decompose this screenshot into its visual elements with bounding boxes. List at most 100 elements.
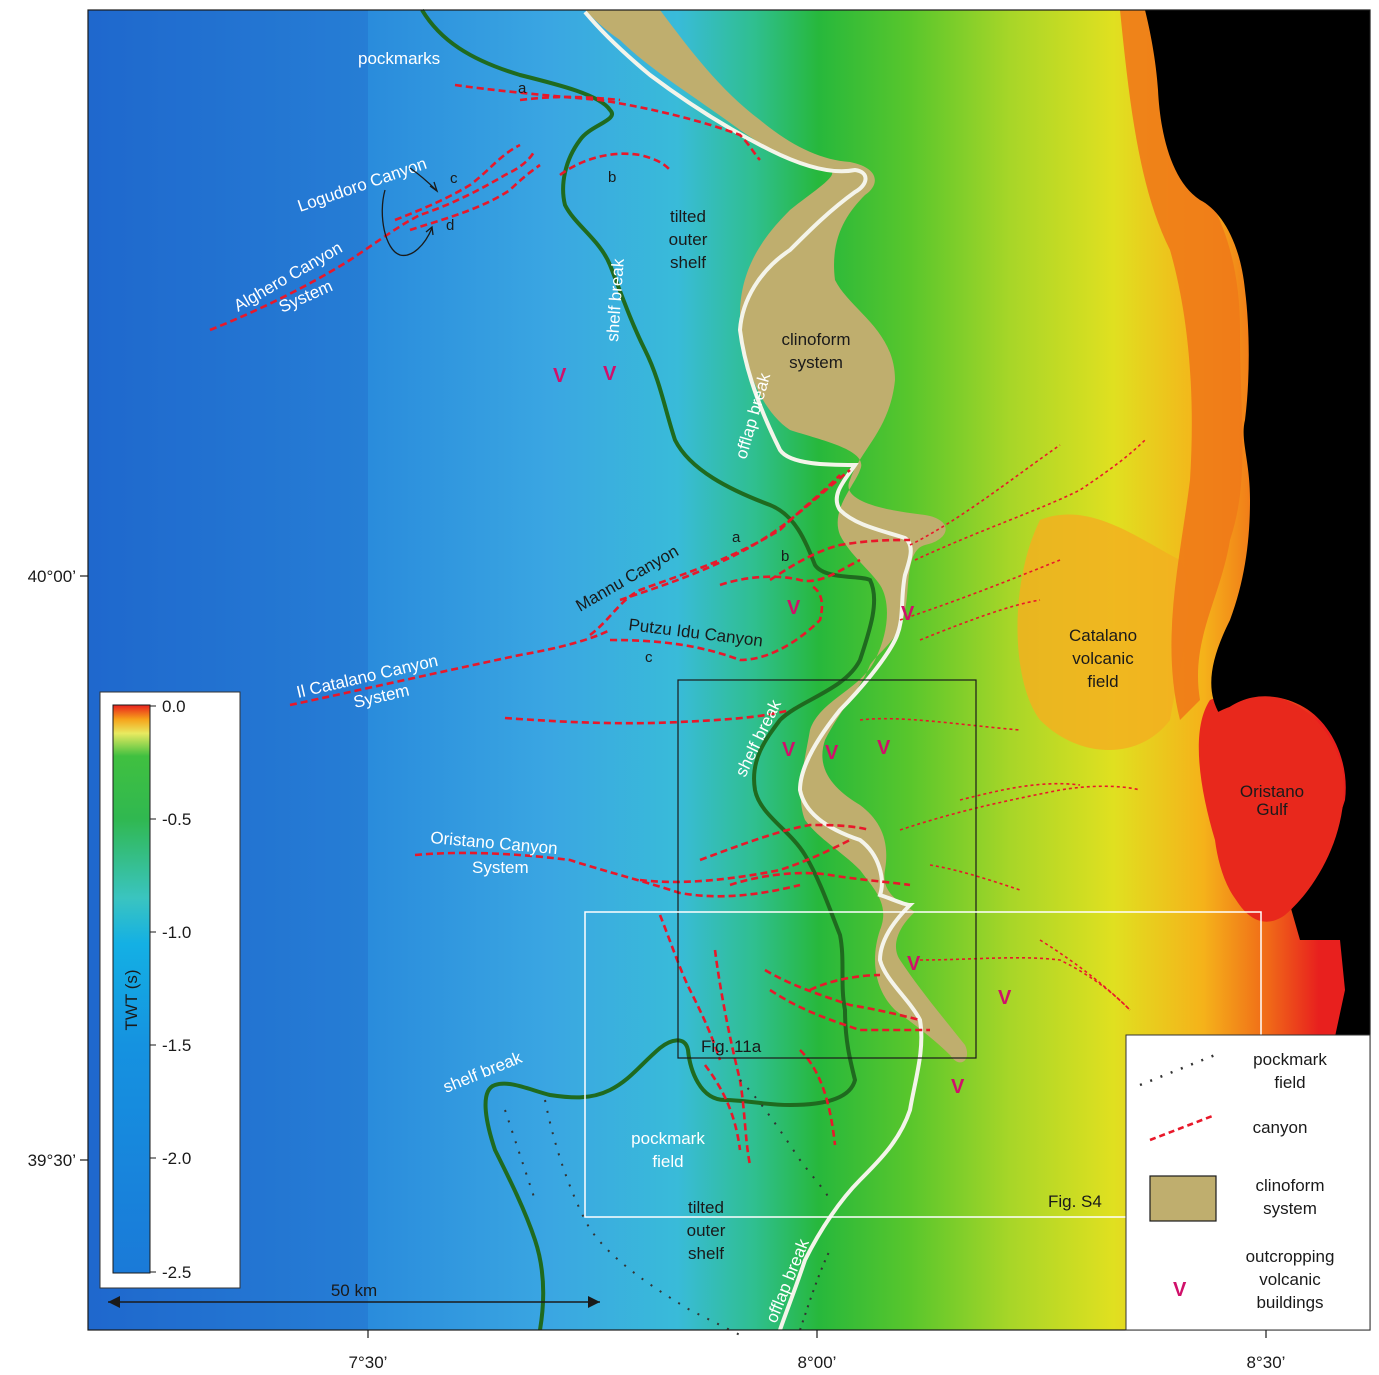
y-tick-label-40: 40°00’: [28, 567, 76, 586]
south-canyon-7: [809, 973, 881, 992]
letter-a-north: a: [518, 80, 527, 97]
shelf-channels: [859, 439, 1146, 1011]
channel-3: [899, 559, 1061, 621]
offlap-break-line: [583, 10, 924, 1331]
oristano-branch-3: [729, 871, 911, 887]
south-canyon-5: [799, 1049, 837, 1146]
volcanic-symbol: V: [907, 953, 921, 975]
colorbar-tick-label: -2.0: [162, 1149, 191, 1168]
putzu-idu-canyon: [609, 583, 824, 662]
channel-4: [919, 599, 1041, 641]
canyon-b-north: [559, 152, 671, 177]
x-tick-label-730: 7°30’: [349, 1353, 388, 1372]
colorbar-tick-label: -1.5: [162, 1036, 191, 1055]
volcanic-symbol: V: [782, 739, 796, 761]
catalano-volcanic-field-area: [1017, 514, 1189, 750]
canyon-a-north: [454, 83, 761, 161]
legend-volcanic-label-1: outcropping: [1246, 1247, 1335, 1266]
colorbar-tick-label: -1.0: [162, 923, 191, 942]
letter-c-mid: c: [645, 649, 653, 666]
volcanic-symbol: V: [998, 987, 1012, 1009]
canyons: [209, 83, 930, 1166]
label-tilted-outer-shelf-bottom-1: tilted: [688, 1198, 724, 1217]
label-catalano-1: Catalano: [1069, 626, 1137, 645]
legend-volcanic-symbol: V: [1173, 1279, 1187, 1301]
pockmark-field-dots: [504, 1079, 831, 1336]
volcanic-symbol: V: [901, 603, 915, 625]
alghero-canyon: [209, 149, 537, 332]
label-tilted-outer-shelf-bottom-3: shelf: [688, 1244, 724, 1263]
label-tilted-outer-shelf-top-2: outer: [669, 230, 708, 249]
label-fig-11a: Fig. 11a: [701, 1037, 762, 1056]
shelf-break-line: [420, 8, 877, 1331]
volcanic-symbol: V: [825, 742, 839, 764]
channel-10: [1039, 939, 1131, 1011]
mannu-canyon-upper: [619, 468, 851, 602]
clinoform-system-area: [585, 10, 968, 1063]
legend-volcanic-label-2: volcanic: [1259, 1270, 1321, 1289]
pockmark-line-2: [739, 1079, 831, 1201]
label-tilted-outer-shelf-top-1: tilted: [670, 207, 706, 226]
channel-6: [899, 785, 1141, 831]
label-tilted-outer-shelf-top-3: shelf: [670, 253, 706, 272]
letter-d-north: d: [446, 217, 454, 234]
channel-7: [959, 782, 1081, 801]
arrow-c: [409, 167, 437, 191]
channel-8: [929, 864, 1021, 891]
label-system-oristano: System: [472, 858, 529, 877]
colorbar-tick-label: -2.5: [162, 1263, 191, 1282]
label-clinoform-2: system: [789, 353, 843, 372]
scale-bar-label: 50 km: [331, 1281, 377, 1300]
letter-c-north: c: [450, 170, 458, 187]
canyon-d: [409, 163, 541, 232]
scale-bar-right-arrow: [588, 1296, 600, 1308]
south-canyon-4: [769, 988, 930, 1032]
legend-clinoform-label-2: system: [1263, 1199, 1317, 1218]
label-pockmark-field-1: pockmark: [631, 1129, 705, 1148]
oristano-branch-2: [699, 823, 871, 862]
logudoro-canyon: [394, 143, 521, 222]
canyon-mid-branch: [769, 538, 911, 582]
south-canyon-2: [713, 949, 752, 1166]
il-catalano-canyon: [289, 628, 611, 707]
arrow-c-head: [429, 181, 439, 193]
legend-clinoform-swatch: [1149, 1175, 1217, 1222]
channel-1: [909, 444, 1061, 546]
letter-a-mid: a: [732, 529, 741, 546]
label-clinoform-1: clinoform: [782, 330, 851, 349]
label-oristano-gulf-2: Gulf: [1256, 800, 1287, 819]
label-catalano-2: volcanic: [1072, 649, 1134, 668]
letter-b-mid: b: [781, 548, 789, 565]
volcanic-symbols: V V V V V V V V V V: [553, 363, 1012, 1098]
scale-bar-left-arrow: [108, 1296, 120, 1308]
legend-pockmark-label-1: pockmark: [1253, 1050, 1327, 1069]
colorbar-gradient: [112, 704, 151, 1274]
south-canyon-1: [658, 914, 722, 1061]
oristano-branch-1: [639, 838, 851, 884]
x-tick-label-830: 8°30’: [1247, 1353, 1286, 1372]
label-fig-s4: Fig. S4: [1048, 1192, 1102, 1211]
colorbar-ticks: 0.0 -0.5 -1.0 -1.5 -2.0 -2.5: [150, 697, 191, 1282]
fig-11a-box: [677, 679, 977, 1059]
volcanic-symbol: V: [951, 1076, 965, 1098]
colorbar-tick-label: -0.5: [162, 810, 191, 829]
arrow-d-head: [425, 225, 434, 236]
volcanic-symbol: V: [553, 365, 567, 387]
letter-b-north: b: [608, 169, 616, 186]
oristano-canyon: [414, 851, 801, 898]
legend-panel: pockmark field canyon clinoform system V…: [1125, 1034, 1371, 1331]
scale-bar: 50 km: [108, 1281, 600, 1308]
colorbar-title: TWT (s): [122, 969, 141, 1030]
sardinia-land: [1145, 10, 1370, 1330]
x-tick-label-800: 8°00’: [798, 1353, 837, 1372]
colorbar-tick-label: 0.0: [162, 697, 186, 716]
colorbar-panel: TWT (s) 0.0 -0.5 -1.0 -1.5 -2.0 -2.5: [99, 691, 241, 1289]
coastal-fringe: [1120, 10, 1243, 720]
legend-pockmark-swatch: [1139, 1053, 1216, 1087]
y-tick-label-3930: 39°30’: [28, 1151, 76, 1170]
legend-canyon-label: canyon: [1253, 1118, 1308, 1137]
logudoro-arrows: [381, 167, 439, 257]
oristano-gulf-water: [1206, 702, 1344, 922]
canyon-b-mid: [719, 558, 861, 587]
south-canyon-3: [764, 968, 921, 1022]
